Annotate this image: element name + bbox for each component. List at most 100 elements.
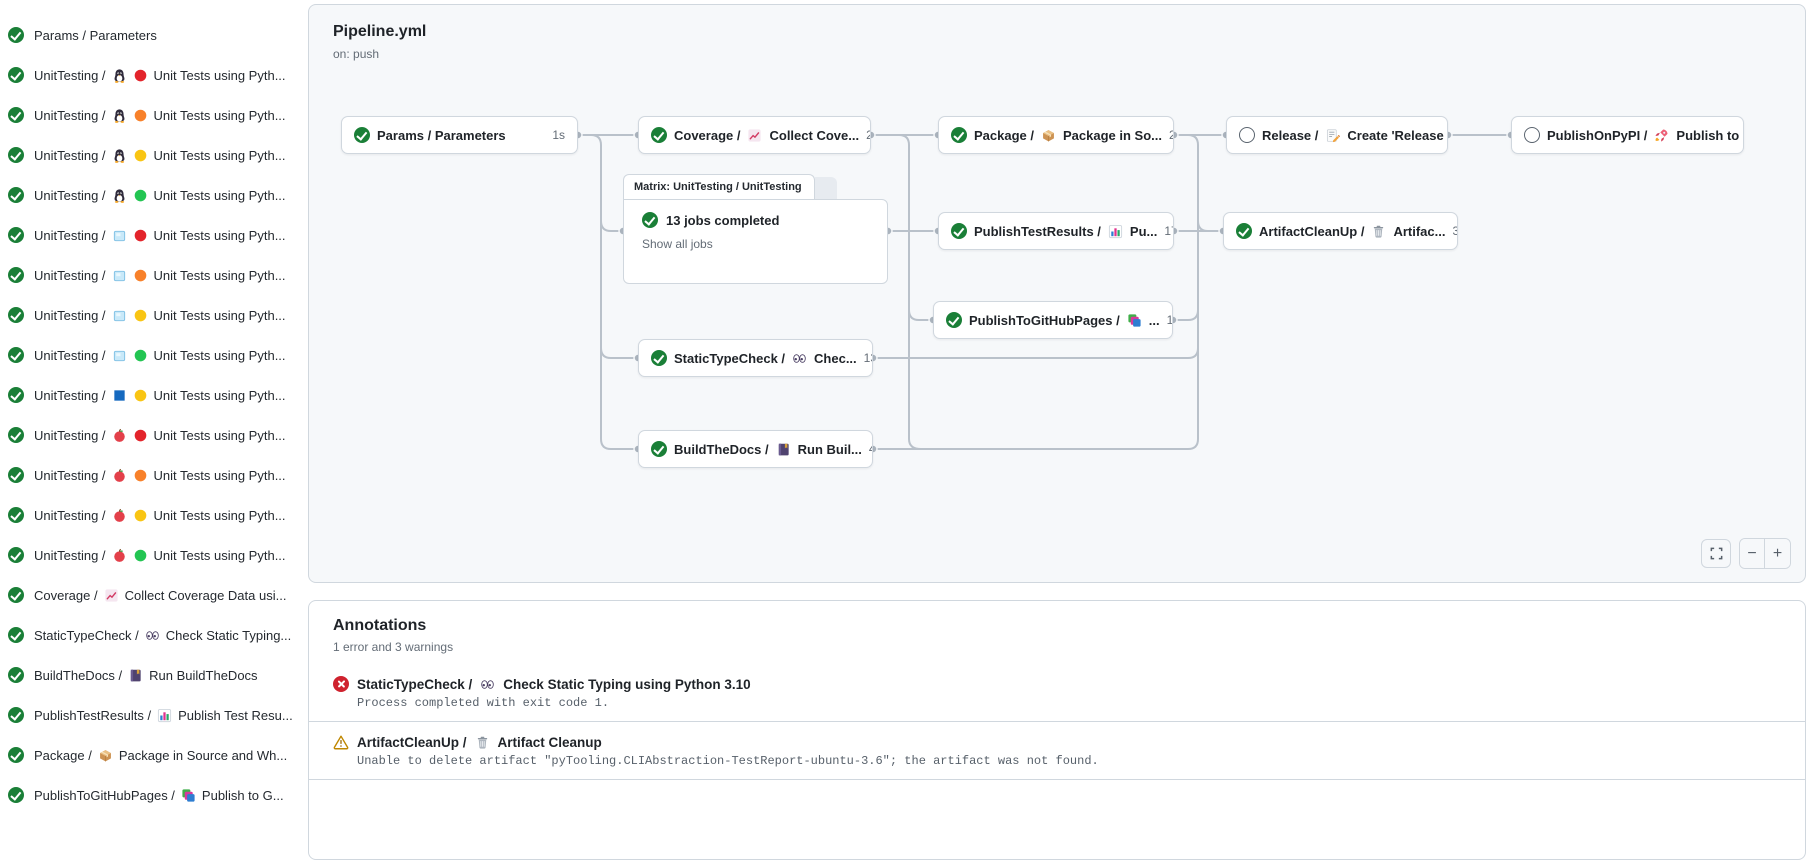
fullscreen-button[interactable] xyxy=(1701,539,1731,568)
sidebar-job-item[interactable]: UnitTesting /Unit Tests using Pyth... xyxy=(0,375,302,415)
pipeline-node-publishtogithubpages[interactable]: PublishToGitHubPages /... 13s xyxy=(933,301,1173,339)
status-success-icon xyxy=(8,147,24,163)
layers-icon xyxy=(181,788,196,803)
layers-icon xyxy=(1127,313,1142,328)
annotation-prefix: ArtifactCleanUp / xyxy=(357,735,467,750)
sidebar-job-label: UnitTesting / Unit Tests using Pyth... xyxy=(34,428,286,443)
job-prefix: UnitTesting / xyxy=(34,388,106,403)
sidebar-job-item[interactable]: PublishToGitHubPages / Publish to G... xyxy=(0,775,302,815)
orange-dot-icon xyxy=(133,468,148,483)
sidebar-job-item[interactable]: UnitTesting /Unit Tests using Pyth... xyxy=(0,255,302,295)
windows-blue-icon xyxy=(112,388,127,403)
pipeline-node-buildthedocs[interactable]: BuildTheDocs /Run Buil...47s xyxy=(638,430,873,468)
pipeline-node-publishtestresults[interactable]: PublishTestResults /Pu...17s xyxy=(938,212,1174,250)
orange-dot-icon xyxy=(133,268,148,283)
sidebar-job-item[interactable]: UnitTesting /Unit Tests using Pyth... xyxy=(0,215,302,255)
matrix-tab-stub xyxy=(815,177,837,199)
pipeline-node-coverage[interactable]: Coverage /Collect Cove...25s xyxy=(638,116,871,154)
status-success-icon xyxy=(354,127,370,143)
matrix-group-node[interactable]: 13 jobs completed Show all jobs xyxy=(623,199,888,284)
annotation-row: ArtifactCleanUp /Artifact CleanupUnable … xyxy=(309,721,1805,779)
node-duration: 25s xyxy=(866,128,871,142)
node-label: Chec... xyxy=(814,351,857,366)
pipeline-node-release[interactable]: Release /Create 'Release P... xyxy=(1226,116,1448,154)
pipeline-edges xyxy=(309,5,1807,584)
node-prefix: PublishToGitHubPages / xyxy=(969,313,1120,328)
pipeline-title: Pipeline.yml xyxy=(333,23,426,41)
status-success-icon xyxy=(651,127,667,143)
warning-icon xyxy=(333,734,349,750)
chart-increasing-icon xyxy=(104,588,119,603)
node-duration: 13s xyxy=(1167,313,1173,327)
status-success-icon xyxy=(8,587,24,603)
sidebar-job-item[interactable]: UnitTesting /Unit Tests using Pyth... xyxy=(0,495,302,535)
bar-chart-icon xyxy=(157,708,172,723)
sidebar-job-item[interactable]: UnitTesting /Unit Tests using Pyth... xyxy=(0,295,302,335)
job-prefix: UnitTesting / xyxy=(34,428,106,443)
chart-increasing-icon xyxy=(747,128,762,143)
pipeline-node-package[interactable]: Package /Package in So...25s xyxy=(938,116,1174,154)
graph-zoom-controls: − + xyxy=(1701,538,1791,569)
job-name: Unit Tests using Pyth... xyxy=(154,428,286,443)
sidebar-job-item[interactable]: BuildTheDocs / Run BuildTheDocs xyxy=(0,655,302,695)
annotation-job-link[interactable]: StaticTypeCheck /Check Static Typing usi… xyxy=(333,676,1781,692)
job-prefix: Coverage / xyxy=(34,588,98,603)
job-name: Unit Tests using Pyth... xyxy=(154,348,286,363)
status-success-icon xyxy=(642,212,658,228)
job-prefix: Params / Parameters xyxy=(34,28,157,43)
package-icon xyxy=(98,748,113,763)
status-success-icon xyxy=(951,223,967,239)
apple-icon xyxy=(112,428,127,443)
sidebar-job-item[interactable]: Package /Package in Source and Wh... xyxy=(0,735,302,775)
job-name: Publish to G... xyxy=(202,788,284,803)
red-dot-icon xyxy=(133,68,148,83)
job-prefix: UnitTesting / xyxy=(34,468,106,483)
sidebar-job-item[interactable]: UnitTesting /Unit Tests using Pyth... xyxy=(0,55,302,95)
sidebar-job-label: UnitTesting /Unit Tests using Pyth... xyxy=(34,268,286,283)
pipeline-node-statictypecheck[interactable]: StaticTypeCheck /Chec...13s xyxy=(638,339,873,377)
node-label: ... xyxy=(1149,313,1160,328)
wastebasket-icon xyxy=(1371,224,1386,239)
status-success-icon xyxy=(8,227,24,243)
sidebar-job-item[interactable]: UnitTesting /Unit Tests using Pyth... xyxy=(0,455,302,495)
zoom-in-button[interactable]: + xyxy=(1765,539,1790,568)
pipeline-node-artifactcleanup[interactable]: ArtifactCleanUp /Artifac...3s xyxy=(1223,212,1458,250)
job-prefix: UnitTesting / xyxy=(34,548,106,563)
sidebar-job-item[interactable]: UnitTesting / Unit Tests using Pyth... xyxy=(0,415,302,455)
job-prefix: UnitTesting / xyxy=(34,228,106,243)
job-name: Package in Source and Wh... xyxy=(119,748,287,763)
sidebar-job-item[interactable]: PublishTestResults /Publish Test Resu... xyxy=(0,695,302,735)
sidebar-job-label: UnitTesting /Unit Tests using Pyth... xyxy=(34,388,286,403)
show-all-jobs-link[interactable]: Show all jobs xyxy=(642,237,871,251)
job-name: Publish Test Resu... xyxy=(178,708,293,723)
sidebar-job-item[interactable]: UnitTesting /Unit Tests using Pyth... xyxy=(0,535,302,575)
status-success-icon xyxy=(8,627,24,643)
sidebar-job-item[interactable]: Coverage /Collect Coverage Data usi... xyxy=(0,575,302,615)
sidebar-job-item[interactable]: UnitTesting / Unit Tests using Pyth... xyxy=(0,335,302,375)
jobs-sidebar: Params / ParametersUnitTesting / Unit Tes… xyxy=(0,0,302,815)
node-label: Pu... xyxy=(1130,224,1157,239)
sidebar-job-label: UnitTesting /Unit Tests using Pyth... xyxy=(34,188,286,203)
job-prefix: UnitTesting / xyxy=(34,508,106,523)
job-prefix: PublishToGitHubPages / xyxy=(34,788,175,803)
sidebar-job-item[interactable]: Params / Parameters xyxy=(0,15,302,55)
job-prefix: BuildTheDocs / xyxy=(34,668,122,683)
yellow-dot-icon xyxy=(133,148,148,163)
ice-cube-icon xyxy=(112,308,127,323)
sidebar-job-item[interactable]: UnitTesting /Unit Tests using Pyth... xyxy=(0,95,302,135)
sidebar-job-item[interactable]: UnitTesting /Unit Tests using Pyth... xyxy=(0,135,302,175)
sidebar-job-item[interactable]: StaticTypeCheck /Check Static Typing... xyxy=(0,615,302,655)
zoom-out-button[interactable]: − xyxy=(1740,539,1765,568)
sidebar-job-item[interactable]: UnitTesting /Unit Tests using Pyth... xyxy=(0,175,302,215)
matrix-group-tab[interactable]: Matrix: UnitTesting / UnitTesting xyxy=(623,174,815,199)
pipeline-node-params[interactable]: Params / Parameters1s xyxy=(341,116,578,154)
eyes-icon xyxy=(792,351,807,366)
sidebar-job-label: UnitTesting /Unit Tests using Pyth... xyxy=(34,228,286,243)
annotation-job-link[interactable]: ArtifactCleanUp /Artifact Cleanup xyxy=(333,734,1781,750)
apple-icon xyxy=(112,548,127,563)
job-prefix: UnitTesting / xyxy=(34,348,106,363)
pipeline-node-publishonpypi[interactable]: PublishOnPyPI /Publish to ... xyxy=(1511,116,1744,154)
orange-dot-icon xyxy=(133,108,148,123)
job-name: Run BuildTheDocs xyxy=(149,668,257,683)
node-duration: 3s xyxy=(1452,224,1458,238)
